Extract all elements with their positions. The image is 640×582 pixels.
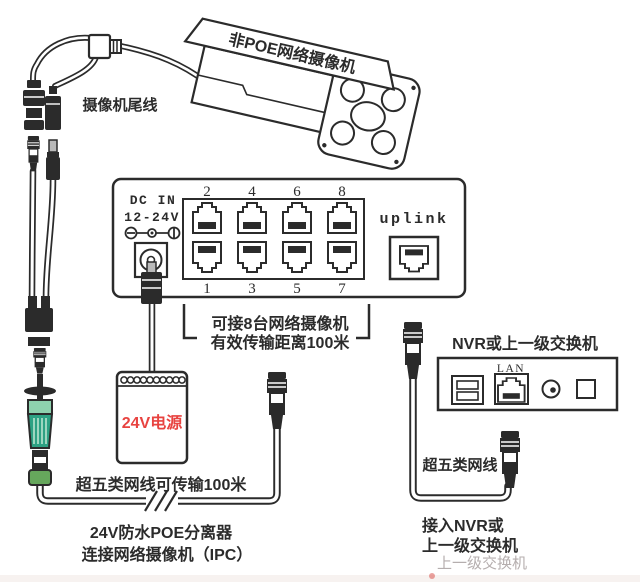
nvr-label: NVR或上一级交换机: [452, 334, 598, 353]
uplink-rj45-plug: [402, 321, 424, 380]
switch-caption-1: 可接8台网络摄像机: [212, 314, 349, 333]
square-port: [576, 379, 596, 399]
terminal-screws: [120, 376, 186, 384]
nvr-caption-1: 接入NVR或: [422, 516, 504, 535]
cable-break-mark: [144, 490, 178, 512]
camera-lens: [350, 101, 386, 132]
bottom-crop-band: [0, 575, 640, 582]
uplink-port: [388, 235, 440, 281]
rj45-port-6: [282, 202, 312, 234]
camera-led: [330, 120, 356, 146]
pigtail-label: 摄像机尾线: [82, 96, 157, 114]
rj45-port-8: [327, 202, 357, 234]
pigtail-junction-box: [87, 33, 122, 60]
dc-power-plug: [141, 261, 162, 304]
dc-in-label: DC IN: [130, 193, 177, 208]
rj45-port-7: [327, 241, 357, 273]
lan-label: LAN: [497, 363, 525, 375]
switch-caption-2: 有效传输距离100米: [211, 333, 351, 352]
usb-ports: [451, 375, 484, 405]
camera-line-rj45-plug: [266, 371, 288, 430]
polarity-symbol: [124, 226, 181, 240]
cat5-left-label: 超五类网线可传输100米: [75, 475, 248, 494]
rj45-port-5: [282, 241, 312, 273]
port-number: 6: [293, 184, 301, 200]
pigtail-dc-male-plug: [46, 139, 60, 180]
splitter-green-boot-top: [27, 399, 53, 415]
rj45-port-4: [237, 202, 267, 234]
splitter-rj45-plug: [32, 347, 47, 375]
nvr-rj45-plug: [499, 430, 521, 489]
waterproof-splitter: [24, 296, 56, 486]
splitter-caption-1: 24V防水POE分离器: [90, 523, 233, 542]
port-number: 4: [248, 184, 256, 200]
pigtail-dc-female: [45, 86, 61, 130]
pigtail-rj45-plug: [26, 135, 41, 172]
splitter-caption-2: 连接网络摄像机（IPC）: [82, 545, 253, 564]
port-number: 2: [203, 184, 211, 200]
red-dot-artifact: [429, 573, 435, 579]
dc-voltage-label: 12-24V: [124, 210, 180, 225]
port-number: 8: [338, 184, 346, 200]
splitter-green-cap: [28, 469, 52, 486]
power-supply-label: 24V电源: [122, 413, 182, 432]
uplink-label: uplink: [379, 211, 448, 228]
rj45-port-3: [237, 241, 267, 273]
camera-led: [380, 87, 406, 113]
pigtail-rj45-coupler: [23, 80, 45, 130]
splitter-green-boot-body: [26, 413, 54, 449]
faded-caption: 上一级交换机: [437, 554, 527, 572]
camera-led: [370, 129, 396, 155]
lan-port: [494, 373, 529, 405]
camera: 非POE网络摄像机: [183, 17, 421, 170]
power-supply: 24V电源: [115, 370, 189, 465]
camera-sun-shield: [183, 17, 396, 91]
port-number: 1: [203, 281, 211, 297]
round-connector: [541, 379, 561, 399]
splitter-washer: [24, 386, 56, 396]
port-number: 7: [338, 281, 346, 297]
nvr-panel: LAN: [436, 356, 619, 412]
poe-switch: DC IN 12-24V 2 4 6 8: [111, 177, 467, 299]
rj45-port-1: [192, 241, 222, 273]
port-number: 5: [293, 281, 301, 297]
cat5-right-label: 超五类网线: [421, 456, 497, 474]
caption-bracket: [182, 304, 371, 340]
port-number: 3: [248, 281, 256, 297]
nvr-caption-2: 上一级交换机: [422, 536, 518, 555]
rj45-port-2: [192, 202, 222, 234]
